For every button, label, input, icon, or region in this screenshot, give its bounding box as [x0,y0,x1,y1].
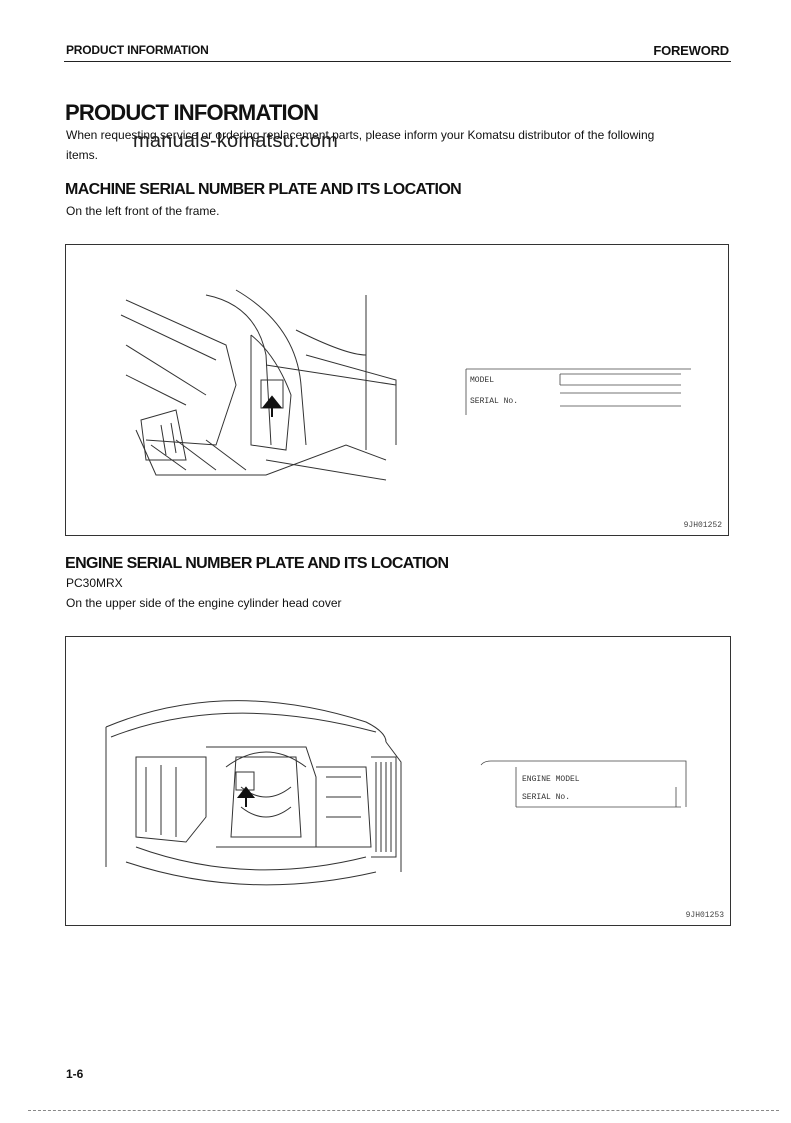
figure-id-machine-plate: 9JH01252 [683,521,722,530]
engine-plate-model-label: ENGINE MODEL [522,775,580,784]
section-text-engine-plate: On the upper side of the engine cylinder… [66,596,342,610]
machine-plate-serial-label: SERIAL No. [470,397,518,406]
page-title: PRODUCT INFORMATION [65,100,319,125]
intro-line-2: items. [66,148,99,162]
running-header-right: FOREWORD [653,43,729,58]
intro-line-1: When requesting service or ordering repl… [66,128,655,142]
header-rule [64,61,731,62]
figure-engine-plate: ENGINE MODEL SERIAL No. 9JH01253 [65,636,731,926]
watermark: manuals-komatsu.com [133,130,338,152]
figure-machine-plate: MODEL SERIAL No. 9JH01252 [65,244,732,536]
engine-model-label: PC30MRX [66,576,123,590]
engine-plate-serial-label: SERIAL No. [522,793,570,802]
section-heading-machine-plate: MACHINE SERIAL NUMBER PLATE AND ITS LOCA… [65,181,462,198]
machine-plate-model-label: MODEL [470,376,494,385]
section-text-machine-plate: On the left front of the frame. [66,204,220,218]
running-header-left: PRODUCT INFORMATION [66,43,209,57]
location-arrow-icon [261,395,283,417]
location-arrow-icon [236,786,256,807]
section-heading-engine-plate: ENGINE SERIAL NUMBER PLATE AND ITS LOCAT… [65,555,449,572]
page-number: 1-6 [66,1067,84,1081]
engine-compartment-illustration: ENGINE MODEL SERIAL No. [105,700,687,886]
figure-id-engine-plate: 9JH01253 [685,911,724,920]
footer-rule [28,1110,779,1111]
machine-frame-illustration: MODEL SERIAL No. [120,285,732,481]
